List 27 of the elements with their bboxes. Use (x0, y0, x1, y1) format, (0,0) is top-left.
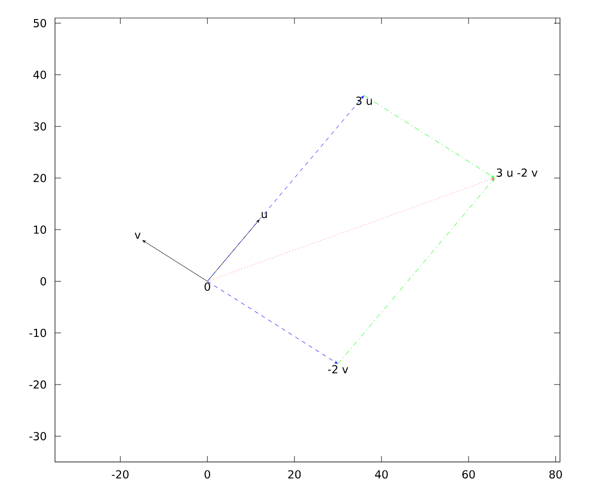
point-label: 0 (204, 282, 210, 291)
y-tick-label: 30 (34, 122, 46, 131)
vector-arrow (207, 96, 364, 282)
y-tick-label: -30 (29, 432, 46, 440)
y-tick-label: 40 (33, 70, 46, 79)
y-tick-label: -20 (29, 380, 46, 389)
vector-arrow (142, 240, 208, 282)
point-label: u (262, 212, 267, 218)
y-tick-label: -10 (29, 328, 46, 338)
x-tick-label: 40 (375, 470, 388, 479)
vector-arrow (207, 178, 494, 282)
point-label: 3 u (356, 96, 372, 105)
x-tick-label: -20 (112, 470, 129, 479)
point-label: 3 u -2 v (496, 168, 538, 177)
vector-arrow (338, 178, 494, 364)
vector-arrow (207, 281, 338, 364)
y-tick-label: 10 (34, 226, 46, 234)
y-tick-label: 0 (40, 277, 46, 286)
x-tick-label: 60 (462, 470, 475, 479)
vector-arrow (364, 95, 494, 178)
x-tick-label: 80 (549, 470, 562, 479)
x-tick-label: 20 (288, 470, 301, 479)
y-tick-label: 50 (34, 19, 46, 28)
point-label: -2 v (328, 365, 348, 374)
x-tick-label: 0 (204, 470, 210, 479)
point-label: v (134, 232, 141, 239)
y-tick-label: 20 (34, 174, 46, 182)
